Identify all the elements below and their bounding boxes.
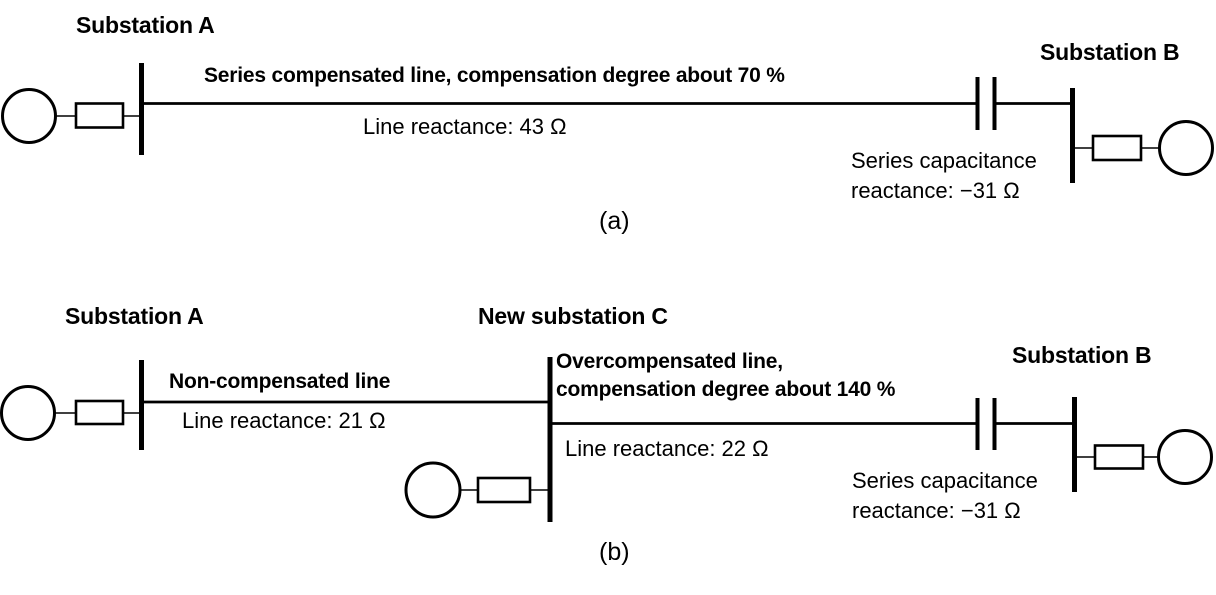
generator-symbol-a-left — [1, 88, 57, 144]
series-compensated-line-heading: Series compensated line, compensation de… — [204, 64, 785, 87]
generator-symbol-c — [404, 461, 462, 519]
line-reactance-21-label: Line reactance: 21 Ω — [182, 408, 386, 433]
new-substation-c-title: New substation C — [478, 303, 668, 329]
series-capacitance-label-panel-b: Series capacitance reactance: −31 Ω — [852, 466, 1038, 526]
transformer-symbol-c — [476, 476, 532, 504]
series-capacitance-line1: Series capacitance — [851, 148, 1037, 173]
non-compensated-line-heading: Non-compensated line — [169, 370, 391, 393]
transformer-symbol-b-top — [1091, 134, 1143, 162]
line-reactance-43-label: Line reactance: 43 Ω — [363, 114, 567, 139]
substation-b-title-panel-b: Substation B — [1012, 342, 1152, 368]
panel-a-label: (a) — [599, 207, 630, 235]
series-capacitance-line2: reactance: −31 Ω — [852, 498, 1021, 523]
generator-symbol-a-bottom — [0, 385, 56, 441]
substation-b-title-panel-a: Substation B — [1040, 39, 1180, 65]
panel-b-label: (b) — [599, 538, 630, 566]
transformer-symbol-b-bottom — [1093, 444, 1145, 470]
series-capacitance-line1: Series capacitance — [852, 468, 1038, 493]
series-capacitance-line2: reactance: −31 Ω — [851, 178, 1020, 203]
transformer-symbol-a-left — [74, 102, 125, 129]
substation-a-title-panel-a: Substation A — [76, 12, 215, 38]
overcompensated-line-heading-line1: Overcompensated line, — [556, 350, 783, 373]
overcompensated-line-heading: Overcompensated line, compensation degre… — [556, 348, 895, 404]
overcompensated-line-heading-line2: compensation degree about 140 % — [556, 378, 896, 401]
substation-a-title-panel-b: Substation A — [65, 303, 204, 329]
transformer-symbol-a-bottom — [74, 399, 125, 426]
series-capacitance-label-panel-a: Series capacitance reactance: −31 Ω — [851, 146, 1037, 206]
line-reactance-22-label: Line reactance: 22 Ω — [565, 436, 769, 461]
generator-symbol-b-top — [1158, 120, 1214, 176]
generator-symbol-b-bottom — [1157, 429, 1213, 485]
